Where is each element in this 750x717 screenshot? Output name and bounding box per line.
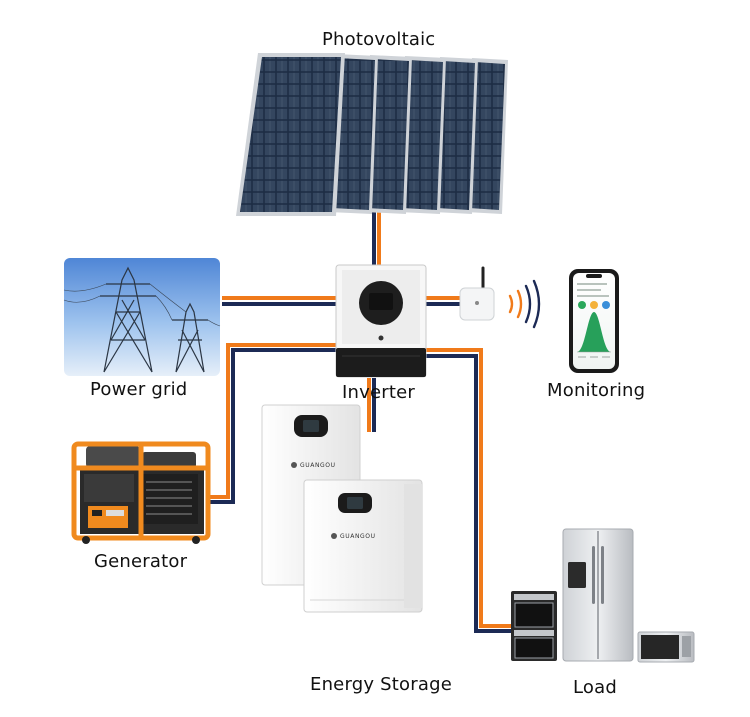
cables [210, 212, 512, 633]
wifi-signal-icon [508, 279, 541, 329]
inverter-unit [335, 264, 427, 378]
power-icon [378, 335, 384, 341]
photovoltaic-label: Photovoltaic [322, 29, 436, 50]
microwave [637, 631, 695, 663]
monitoring-phone [569, 269, 619, 373]
solar-panel [399, 56, 446, 214]
battery-short: GUANGOU [303, 479, 423, 613]
power-grid-image [63, 258, 221, 376]
wall-oven [511, 591, 557, 661]
battery-brand-label: GUANGOU [340, 533, 376, 540]
wifi-dongle [459, 266, 495, 321]
phone-chart [577, 312, 611, 352]
load-label: Load [573, 677, 617, 698]
solar-panel [434, 57, 478, 214]
energy-storage-label: Energy Storage [310, 674, 452, 695]
solar-panel [236, 53, 345, 216]
inverter-label: Inverter [342, 382, 415, 403]
generator-unit [71, 441, 211, 544]
monitoring-label: Monitoring [547, 380, 646, 401]
battery-brand-label: GUANGOU [300, 462, 336, 469]
photovoltaic-panels [236, 53, 508, 216]
refrigerator [562, 528, 634, 662]
generator-label: Generator [94, 551, 188, 572]
power-grid-label: Power grid [90, 379, 188, 400]
